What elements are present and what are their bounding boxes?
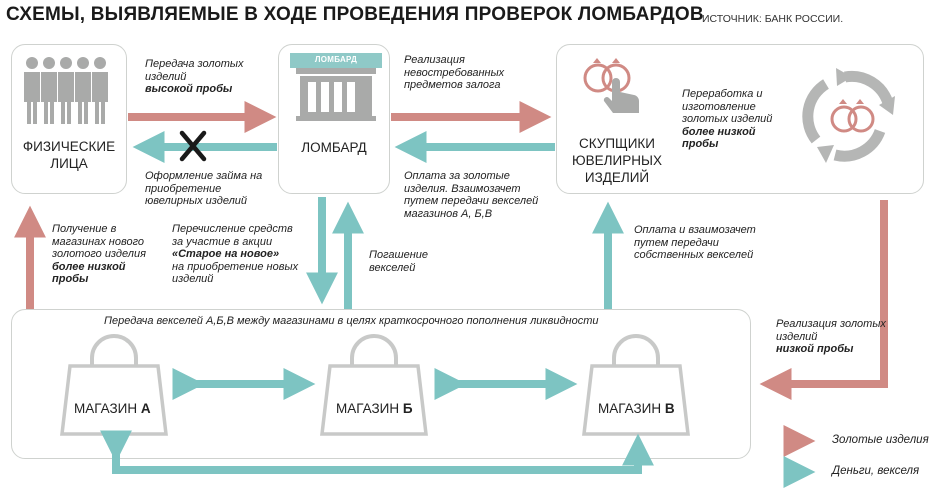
gold-arrows bbox=[14, 101, 888, 457]
annotation-processing: Переработка и изготовление золотых издел… bbox=[682, 88, 773, 150]
annotation-sale: Реализация невостребованных предметов за… bbox=[404, 54, 505, 91]
legend-gold-label: Золотые изделия bbox=[832, 434, 929, 446]
annotation-offset: Оплата и взаимозачет путем передачи собс… bbox=[634, 224, 756, 261]
page-title: СХЕМЫ, ВЫЯВЛЯЕМЫЕ В ХОДЕ ПРОВЕДЕНИЯ ПРОВ… bbox=[6, 4, 704, 25]
annotation-bills-between-stores: Передача векселей А,Б,В между магазинами… bbox=[104, 315, 599, 327]
store-a-label: МАГАЗИН А bbox=[74, 401, 151, 416]
annotation-payment: Оплата за золотые изделия. Взаимозачет п… bbox=[404, 170, 539, 220]
shopping-bag-icon-a bbox=[60, 334, 168, 436]
legend-money-label: Деньги, векселя bbox=[832, 465, 920, 477]
money-arrows bbox=[100, 131, 816, 488]
people-icon bbox=[24, 57, 108, 124]
recycle-rings-icon bbox=[802, 68, 895, 163]
annotation-loan: Оформление займа на приобретение ювелирн… bbox=[145, 170, 263, 207]
pawnshop-sign: ЛОМБАРД bbox=[314, 55, 358, 64]
cross-mark-icon bbox=[179, 130, 207, 162]
node-buyers bbox=[556, 44, 924, 194]
shopping-bag-icon-c bbox=[582, 334, 690, 436]
pawnshop-building-icon bbox=[290, 53, 382, 121]
rings-hand-icon bbox=[583, 58, 640, 113]
node-buyers-label: СКУПЩИКИ ЮВЕЛИРНЫХ ИЗДЕЛИЙ bbox=[572, 136, 662, 185]
store-c-label: МАГАЗИН В bbox=[598, 401, 675, 416]
annotation-transfer: Перечисление средств за участие в акции«… bbox=[172, 223, 299, 285]
store-b-label: МАГАЗИН Б bbox=[336, 401, 413, 416]
annotation-receive: Получение в магазинах нового золотого из… bbox=[52, 223, 146, 285]
shopping-bag-icon-b bbox=[320, 334, 428, 436]
annotation-repay: Погашение векселей bbox=[369, 249, 429, 274]
node-individuals-label: ФИЗИЧЕСКИЕ ЛИЦА bbox=[22, 139, 116, 171]
node-pawnshop-label: ЛОМБАРД bbox=[301, 140, 367, 155]
source-note: ИСТОЧНИК: БАНК РОССИИ. bbox=[702, 13, 844, 25]
